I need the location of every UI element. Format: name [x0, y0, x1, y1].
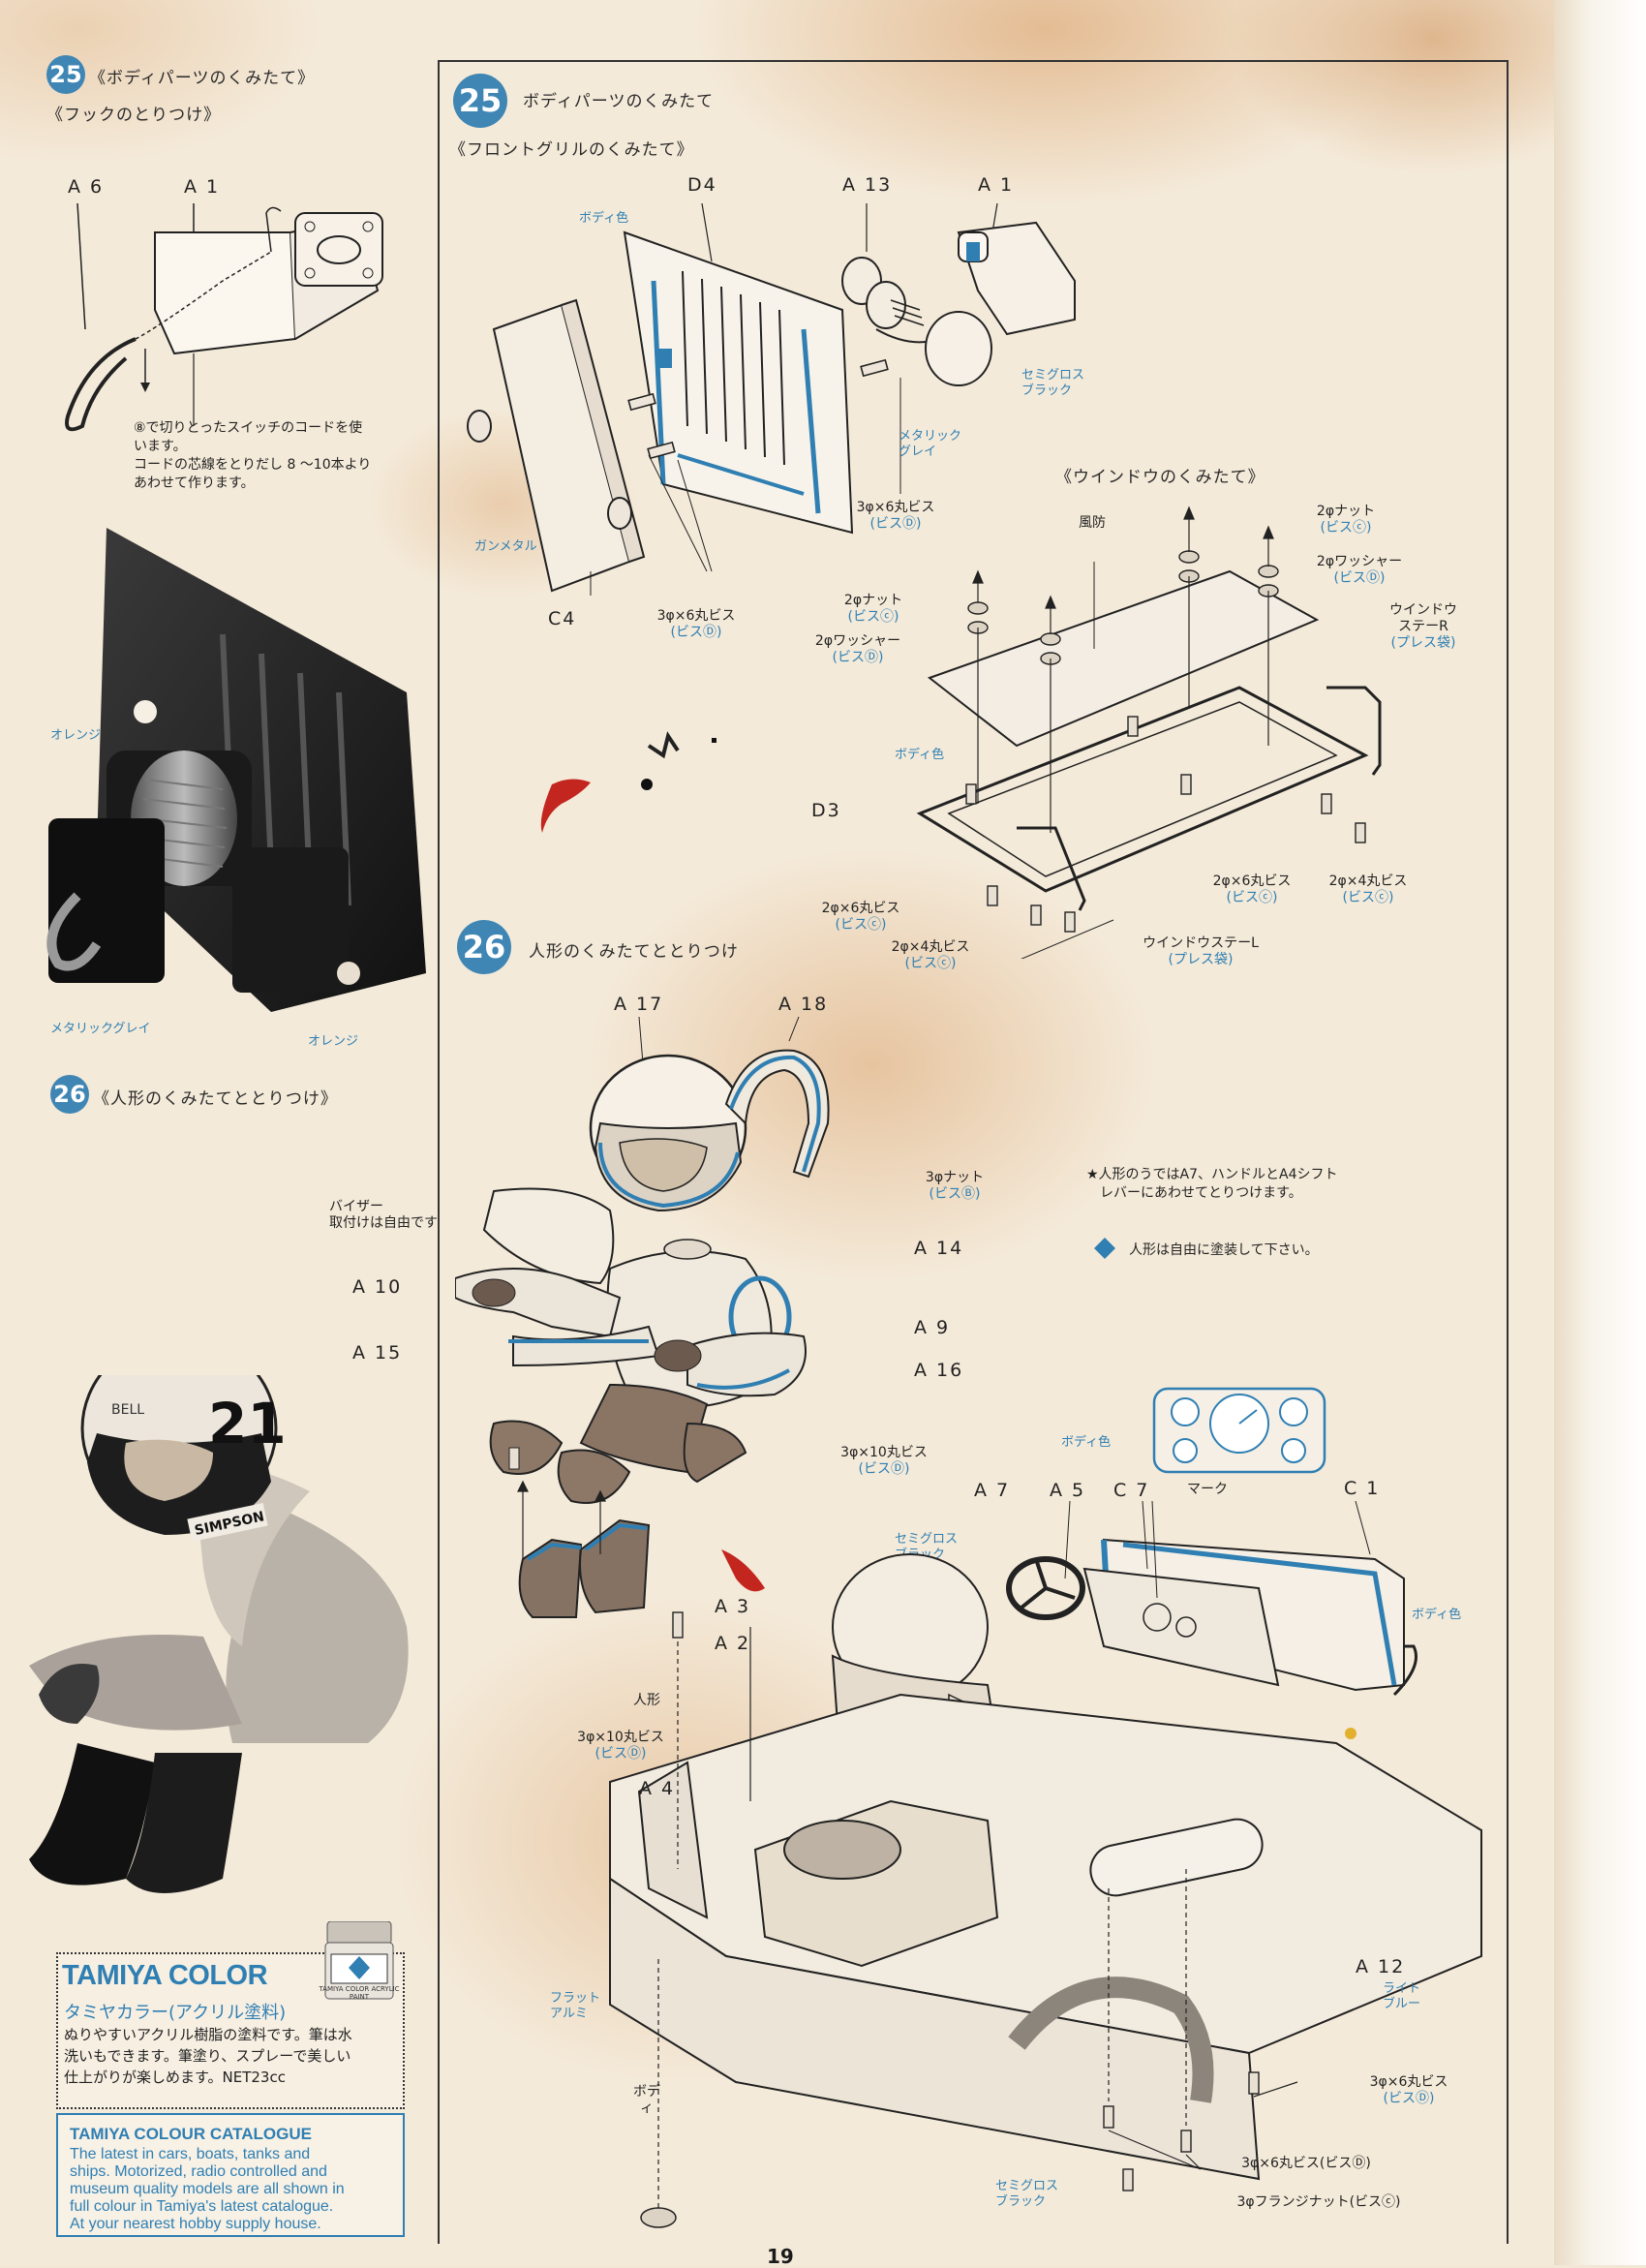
part-c1-label: C 1: [1344, 1478, 1381, 1499]
screw10-figure-label: 3φ×10丸ビス (ビスⒹ): [840, 1445, 928, 1477]
driver-photo: SIMPSON 21 BELL: [29, 1375, 409, 1893]
gunmetal-label: ガンメタル: [474, 539, 537, 554]
part-a9-label: A 9: [914, 1317, 951, 1338]
ink-stains: [540, 731, 716, 833]
step-26-badge-left: 26: [50, 1075, 89, 1114]
part-a18-label: A 18: [778, 994, 829, 1015]
metallic-grey-label: メタリックグレイ: [50, 1022, 151, 1036]
part-a15-label: A 15: [352, 1342, 403, 1364]
step-26-badge-right: 26: [457, 920, 511, 974]
step-26-title-right: 人形のくみたてととりつけ: [529, 942, 739, 962]
screw6-c-label: 2φ×6丸ビス (ビスⓒ): [1212, 873, 1292, 905]
paint-drop-icon: [1094, 1238, 1115, 1259]
cord-note: ⑧で切りとったスイッチのコードを使 います。 コードの芯線をとりだし 8 〜10…: [134, 420, 372, 491]
washer-top-label: 2φワッシャー (ビスⒹ): [1316, 554, 1403, 586]
screw4-c-label: 2φ×4丸ビス (ビスⓒ): [1328, 873, 1408, 905]
helmet-number-text: 21: [208, 1391, 287, 1456]
gauge-panel-icon: [1152, 1387, 1326, 1474]
light-blue-label: ライト ブルー: [1383, 1981, 1421, 2011]
part-a4-label: A 4: [639, 1778, 676, 1799]
part-a7-label: A 7: [974, 1480, 1011, 1501]
mark-label: マーク: [1187, 1482, 1228, 1497]
part-a3-label: A 3: [715, 1596, 751, 1617]
grille-subtitle: 《フロントグリルのくみたて》: [449, 140, 694, 160]
stay-r-label: ウインドウ ステーR (プレス袋): [1389, 602, 1457, 651]
right-border: [1507, 60, 1509, 2244]
paint-jar-icon: [324, 1921, 394, 2000]
nut-left-label: 2φナット (ビスⓒ): [843, 593, 903, 625]
step-25-badge-right: 25: [453, 74, 507, 128]
part-a17-label: A 17: [614, 994, 664, 1015]
helmet-bell-text: BELL: [111, 1402, 144, 1418]
semigloss-black-bottom-label: セミグロス ブラック: [995, 2179, 1059, 2209]
winch-photo: [46, 528, 426, 1012]
flange-nut-label: 3φフランジナット(ビスⓒ): [1236, 2194, 1401, 2210]
hook-subtitle: 《フックのとりつけ》: [46, 106, 222, 125]
tamiya-color-brand: TAMIYA COLOR: [62, 1960, 268, 1991]
part-a1-right-label: A 1: [978, 174, 1015, 196]
part-a6-label: A 6: [68, 176, 105, 198]
front-grille-diagram: [467, 203, 1076, 596]
screw4-left-label: 2φ×4丸ビス (ビスⓒ): [891, 939, 970, 971]
body-color-gauge-label: ボディ色: [1061, 1435, 1112, 1450]
window-subtitle: 《ウインドウのくみたて》: [1055, 468, 1265, 487]
screw6-d-label: 3φ×6丸ビス (ビスⒹ): [1369, 2074, 1448, 2106]
nut-3-label: 3φナット (ビスⒷ): [925, 1170, 985, 1202]
page-number: 19: [767, 2245, 794, 2268]
body-color-label-grille: ボディ色: [579, 211, 629, 226]
top-border: [438, 60, 1509, 62]
part-a1-label: A 1: [184, 176, 221, 198]
part-a5-label: A 5: [1050, 1480, 1086, 1501]
orange-label-2: オレンジ: [308, 1034, 359, 1049]
semigloss-black-label: セミグロス ブラック: [1021, 368, 1085, 398]
part-a2-label: A 2: [715, 1633, 751, 1654]
body-color-label-window: ボディ色: [895, 748, 945, 762]
metallic-grey-right-label: メタリック グレイ: [899, 429, 962, 459]
figure-label: 人形: [633, 1693, 660, 1708]
screw6-left-label: 2φ×6丸ビス (ビスⓒ): [821, 901, 900, 933]
screw-label-right: 3φ×6丸ビス (ビスⒹ): [856, 500, 935, 532]
part-c7-label: C 7: [1113, 1480, 1150, 1501]
window-diagram: [916, 506, 1382, 959]
body-label: ボディ: [633, 2084, 660, 2116]
screw-label-left: 3φ×6丸ビス (ビスⒹ): [656, 608, 736, 640]
windshield-label: 風防: [1079, 515, 1106, 531]
hook-diagram: [65, 202, 383, 432]
stay-l-label: ウインドウステーL (プレス袋): [1143, 935, 1259, 967]
screw10-body-label: 3φ×10丸ビス (ビスⒹ): [577, 1730, 664, 1762]
column-divider: [438, 60, 440, 2244]
tamiya-color-sub: タミヤカラー(アクリル塗料): [64, 2003, 287, 2023]
step-25-title: 《ボディパーツのくみたて》: [89, 69, 316, 88]
catalogue-title: TAMIYA COLOUR CATALOGUE: [70, 2125, 312, 2143]
part-a12-label: A 12: [1356, 1956, 1406, 1977]
part-d3-label: D3: [811, 800, 841, 821]
arm-note: ★人形のうではA7、ハンドルとA4シフト レバーにあわせてとりつけます。: [1086, 1167, 1338, 1201]
vehicle-body-diagram: [609, 1501, 1482, 2228]
body-color-c1-label: ボディ色: [1412, 1608, 1462, 1622]
visor-note-label: バイザー 取付けは自由です: [329, 1199, 438, 1231]
part-a16-label: A 16: [914, 1360, 964, 1381]
catalogue-text: The latest in cars, boats, tanks and shi…: [70, 2146, 345, 2232]
step-26-title-left: 《人形のくみたてととりつけ》: [93, 1089, 338, 1109]
part-a10-label: A 10: [352, 1276, 403, 1298]
paint-note: 人形は自由に塗装して下さい。: [1129, 1242, 1319, 1258]
colour-catalogue-box: TAMIYA COLOUR CATALOGUE The latest in ca…: [56, 2113, 405, 2237]
paint-jar-label: TAMIYA COLOR ACRYLIC PAINT: [319, 1985, 400, 2001]
figure-diagram: [455, 1017, 830, 1618]
flat-alu-label: フラット アルミ: [550, 1991, 601, 2021]
screw6-d2-label: 3φ×6丸ビス(ビスⒹ): [1241, 2156, 1371, 2171]
part-c4-label: C4: [548, 608, 577, 629]
step-25-badge: 25: [46, 55, 85, 94]
tamiya-color-desc: ぬりやすいアクリル樹脂の塗料です。筆は水 洗いもできます。筆塗り、スプレーで美し…: [64, 2026, 352, 2086]
step-25-title-right: ボディパーツのくみたて: [523, 92, 715, 111]
orange-label-1: オレンジ: [50, 728, 102, 743]
part-a14-label: A 14: [914, 1238, 964, 1259]
washer-left-label: 2φワッシャー (ビスⒹ): [814, 633, 901, 665]
part-a13-label: A 13: [842, 174, 893, 196]
nut-top-label: 2φナット (ビスⓒ): [1316, 504, 1376, 536]
page-edge: [1554, 0, 1646, 2265]
part-d4-label: D4: [687, 174, 717, 196]
